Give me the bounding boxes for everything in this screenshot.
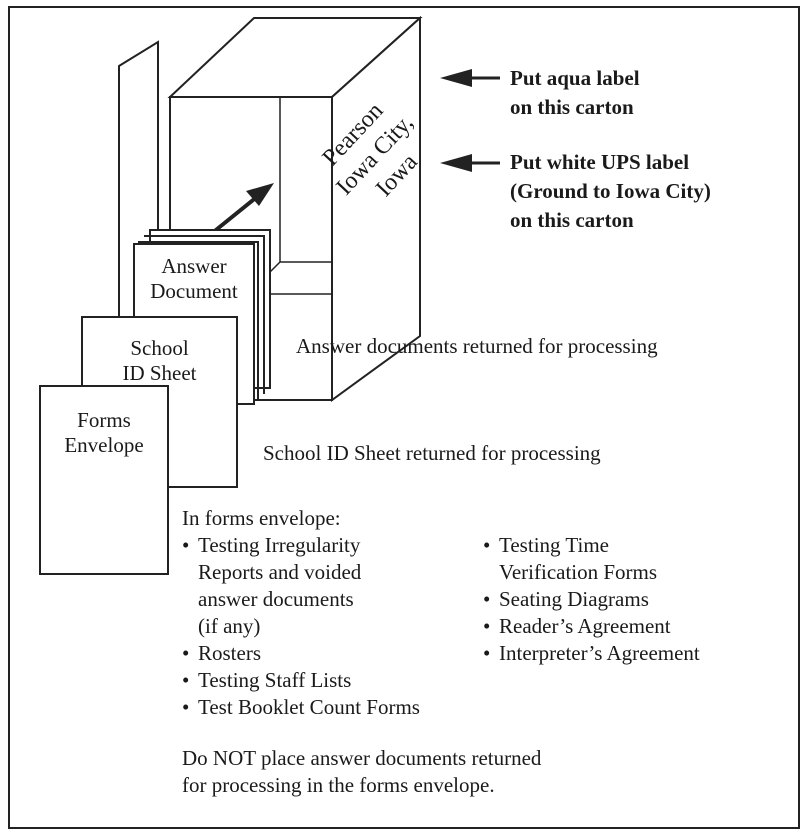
- insert-arrow-head: [246, 183, 274, 206]
- ups-label-callout: Put white UPS label (Ground to Iowa City…: [510, 148, 711, 235]
- ups-line-1: Put white UPS label: [510, 150, 690, 174]
- warning-line-2: for processing in the forms envelope.: [182, 773, 495, 797]
- bullet-glyph: •: [182, 668, 190, 692]
- school-id-sheet-label: School ID Sheet: [82, 336, 237, 386]
- bullet-glyph: •: [483, 641, 491, 665]
- bullet-glyph: •: [182, 641, 190, 665]
- answer-documents-caption: Answer documents returned for processing: [296, 334, 658, 358]
- answer-document-line-2: Document: [150, 279, 238, 303]
- aqua-label-callout: Put aqua label on this carton: [510, 64, 640, 122]
- ups-line-2: (Ground to Iowa City): [510, 179, 711, 203]
- list-item: •Testing Irregularity Reports and voided…: [182, 533, 362, 638]
- forms-envelope-line-2: Envelope: [64, 433, 144, 457]
- school-id-sheet-caption: School ID Sheet returned for processing: [263, 441, 601, 465]
- answer-document-line-1: Answer: [161, 254, 227, 278]
- diagram-frame: [8, 6, 800, 829]
- envelope-contents-heading: In forms envelope:: [182, 506, 341, 530]
- bullet-glyph: •: [483, 587, 491, 611]
- aqua-line-2: on this carton: [510, 95, 634, 119]
- list-item: •Test Booklet Count Forms: [182, 695, 420, 719]
- warning-line-1: Do NOT place answer documents returned: [182, 746, 542, 770]
- list-item: •Testing Staff Lists: [182, 668, 352, 692]
- list-item: •Interpreter’s Agreement: [483, 641, 700, 665]
- bullet-glyph: •: [182, 695, 190, 719]
- school-id-line-1: School: [130, 336, 189, 360]
- answer-document-label: Answer Document: [134, 254, 254, 304]
- ups-label-arrow-head: [440, 154, 472, 172]
- school-id-line-2: ID Sheet: [122, 361, 197, 385]
- forms-envelope: [39, 385, 169, 575]
- aqua-line-1: Put aqua label: [510, 66, 640, 90]
- list-item: •Rosters: [182, 641, 261, 665]
- list-item: •Reader’s Agreement: [483, 614, 671, 638]
- bullet-glyph: •: [483, 614, 491, 638]
- bullet-glyph: •: [182, 533, 190, 557]
- bullet-glyph: •: [483, 533, 491, 557]
- forms-envelope-label: Forms Envelope: [40, 408, 168, 458]
- aqua-label-arrow-head: [440, 69, 472, 87]
- ups-line-3: on this carton: [510, 208, 634, 232]
- list-item: •Testing Time Verification Forms: [483, 533, 658, 584]
- list-item: •Seating Diagrams: [483, 587, 649, 611]
- carton-side-face: [331, 15, 421, 402]
- forms-envelope-line-1: Forms: [77, 408, 131, 432]
- warning-note: Do NOT place answer documents returned f…: [182, 745, 541, 799]
